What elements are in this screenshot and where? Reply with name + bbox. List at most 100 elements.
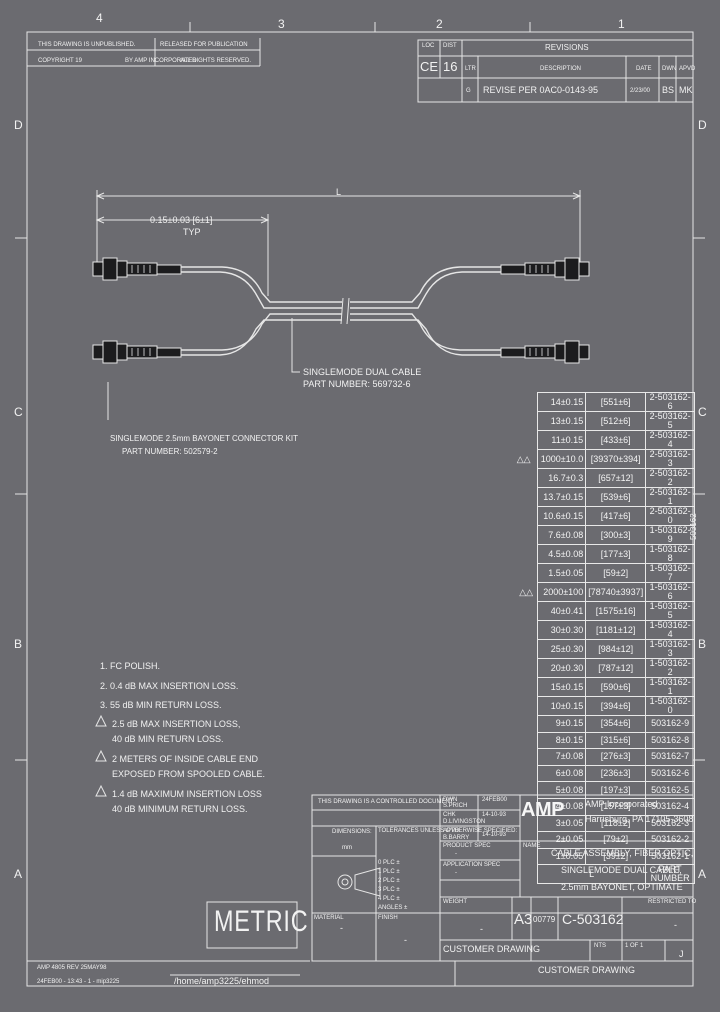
cable-part-number: PART NUMBER: 569732-6 [303,379,411,389]
rev-value: J [679,949,684,959]
length-value: 3±0.05 [555,817,584,828]
company-city: Harrisburg, PA 17105-3608 [585,814,694,824]
part-number-cell: 2-503162-1 [645,487,695,507]
length-value: 8±0.15 [555,734,584,745]
part-number-cell: 1-503162-9 [645,525,695,545]
part-number-cell: 503162-5 [645,781,695,799]
table-row: 10±0.15[394±6]1-503162-0 [536,696,695,716]
part-number-cell: 1-503162-7 [645,563,695,583]
zone-right-a: A [698,867,707,881]
table-row: 2±0.05[79±2]503162-2 [536,831,695,849]
material-label: MATERIAL [314,915,344,921]
tol-row-0: 0 PLC ± [378,860,400,866]
length-value: 10.6±0.15 [543,510,584,521]
part-number-cell: 503162-7 [645,748,695,766]
length-inch-cell: [315±6] [585,731,647,750]
table-row: 15±0.15[590±6]1-503162-1 [536,677,695,697]
note-5-line1: 2 METERS OF INSIDE CABLE END [112,754,259,764]
copyright-note: COPYRIGHT 19 [38,58,82,64]
length-cell: 15±0.15 [536,677,587,697]
length-value: 1.5±0.05 [548,567,584,578]
dims-label: DIMENSIONS: [332,829,372,835]
length-value: 9±0.15 [555,718,584,729]
part-number-cell: 2-503162-5 [645,411,695,431]
note-2: 2. 0.4 dB MAX INSERTION LOSS. [100,681,239,691]
size-value: A3 [514,911,533,928]
drawing-number: C-503162 [562,911,624,927]
table-row: 13.7±0.15[539±6]2-503162-1 [536,487,695,507]
appvd-date: 14-10-93 [482,832,507,838]
length-value: 2±0.05 [555,834,584,845]
length-cell: 30±0.30 [536,620,587,640]
length-inch-cell: [59±2] [585,563,647,583]
table-row: 1.5±0.05[59±2]1-503162-7 [536,563,695,583]
length-inch-cell: [590±6] [585,677,647,697]
rev-row-apvd: MK [679,85,693,95]
finish-value: - [404,935,407,945]
rev-dist-label: DIST [443,43,457,49]
part-number-cell: 1-503162-4 [645,620,695,640]
length-inch-cell: [417±6] [585,506,647,526]
part-number-cell: 1-503162-2 [645,658,695,678]
length-value: 5±0.08 [555,784,584,795]
part-number-cell: 503162-9 [645,715,695,733]
length-inch-cell: [394±6] [585,696,647,716]
length-value: 13±0.15 [550,415,584,426]
chk-label: CHK [443,812,456,818]
length-cell: 7.6±0.08 [536,525,587,545]
length-inch-cell: [177±3] [585,544,647,564]
length-value: 1±0.05 [555,851,584,862]
weight-value: - [480,924,483,934]
note-3: 3. 55 dB MIN RETURN LOSS. [100,700,222,710]
table-row: 10.6±0.15[417±6]2-503162-0 [536,506,695,526]
part-number-cell: 2-503162-6 [645,392,695,412]
title-line-3: 2.5mm BAYONET, OPTIMATE [561,882,683,892]
length-value: 6±0.08 [555,768,584,779]
zone-top-2: 2 [436,17,443,31]
part-number-cell: 503162-8 [645,731,695,750]
zone-right-d: D [698,118,707,132]
rev-ltr-header: LTR [465,66,476,72]
length-inch-cell: [1181±12] [585,620,647,640]
part-number-header: PART NUMBER [645,864,695,885]
footer-path: /home/amp3225/ehmod [174,976,270,986]
tol-row-2: 2 PLC ± [378,878,400,884]
length-inch-cell: [354±6] [585,715,647,733]
rev-dwn-header: DWN [662,66,677,72]
note-6-line2: 40 dB MINIMUM RETURN LOSS. [112,804,248,814]
footer-form: AMP 4805 REV 25MAY98 [37,965,107,971]
dim-offset: 0.15±0.03 [6±1] [150,215,213,225]
zone-left-c: C [14,405,23,419]
table-row: 7±0.08[276±3]503162-7 [536,748,695,766]
length-cell: 10.6±0.15 [536,506,587,526]
tol-row-5: ANGLES ± [378,905,408,911]
length-inch-cell: [39370±394] [585,449,647,469]
company-name: AMP Incorporated [585,799,658,809]
length-value: 1000±10.0 [540,453,584,464]
length-value: 25±0.30 [550,643,584,654]
table-row: 20±0.30[787±12]1-503162-2 [536,658,695,678]
cage-value: 00779 [533,915,556,924]
rev-row-dwn: BS [662,85,675,95]
length-value: 30±0.30 [550,624,584,635]
length-value: 14±0.15 [550,396,584,407]
length-cell: 5±0.08 [536,781,587,799]
scale-value: NTS [594,943,606,949]
note-flag-icon: △△ [516,453,531,464]
table-row: △△ 1000±10.0[39370±394]2-503162-3 [517,449,695,469]
rev-apvd-header: APVD [679,66,696,72]
length-cell: 13.7±0.15 [536,487,587,507]
length-cell: 40±0.41 [536,601,587,621]
part-number-cell: 2-503162-3 [645,449,695,469]
material-value: - [340,923,343,933]
length-value: 15±0.15 [550,681,584,692]
table-row: 30±0.30[1181±12]1-503162-4 [536,620,695,640]
length-value: 10±0.15 [550,700,584,711]
rev-loc-label: LOC [422,43,435,49]
length-inch-cell: [984±12] [585,639,647,659]
length-cell: 25±0.30 [536,639,587,659]
length-inch-cell: [197±3] [585,781,647,799]
part-number-cell: 1-503162-5 [645,601,695,621]
